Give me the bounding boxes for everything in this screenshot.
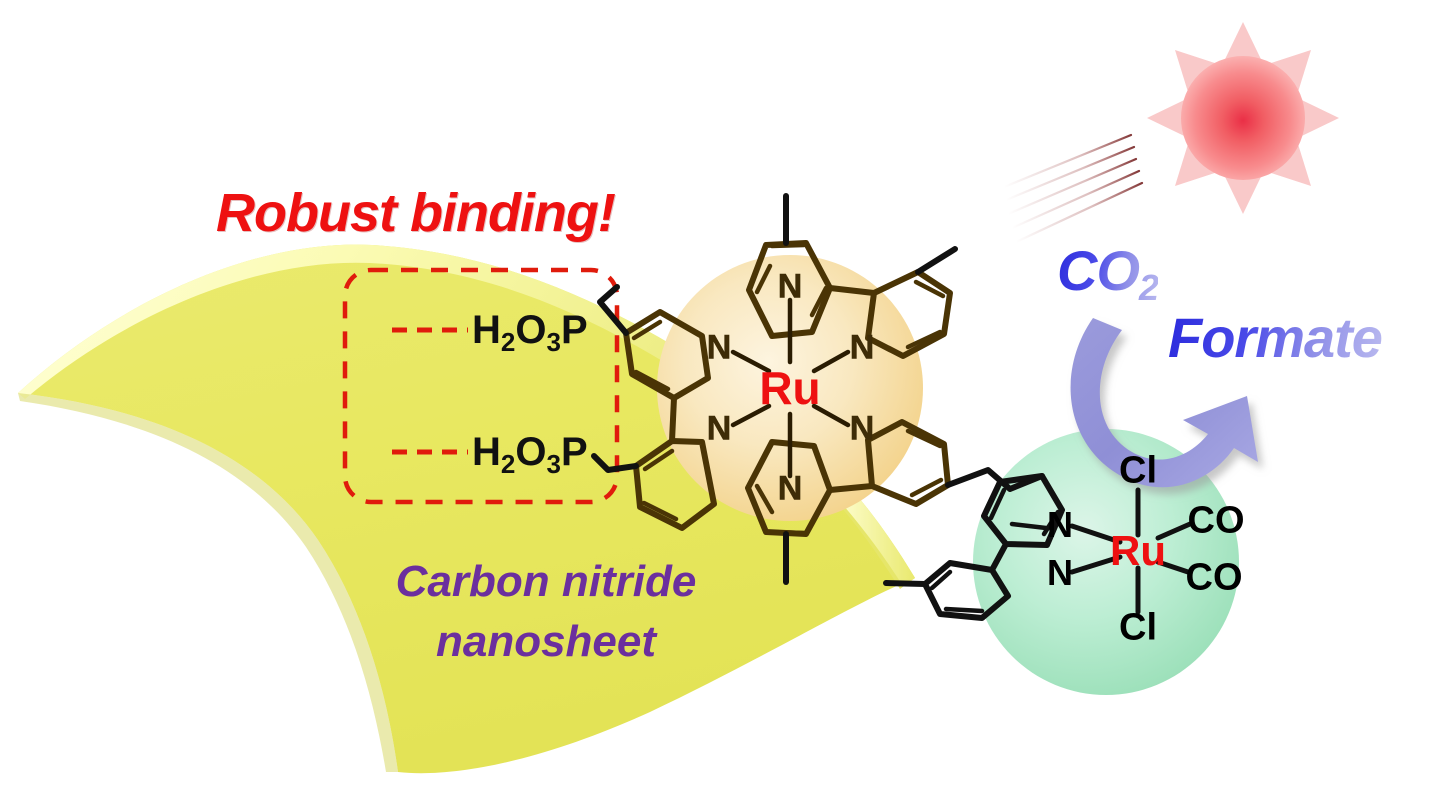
catalyst-n-lower: N bbox=[1047, 552, 1073, 593]
bottom-right-pyridine-ring bbox=[865, 419, 951, 507]
co2-to-formate-curved-arrow bbox=[1070, 318, 1258, 488]
ru-n-bond-lower-left bbox=[730, 403, 772, 428]
robust-binding-label: Robust binding! bbox=[216, 183, 616, 243]
catalyst-cl-bottom: Cl bbox=[1119, 606, 1157, 649]
cat-bond-n-lower bbox=[1069, 554, 1123, 575]
cat-bond-co-bottom bbox=[1155, 559, 1191, 575]
phosphonate-2-sub3: 3 bbox=[546, 448, 561, 479]
photosensitizer-methyls bbox=[783, 193, 958, 585]
ring-inner-bond-c bbox=[809, 285, 829, 318]
cat-ring-inner-b bbox=[1041, 509, 1061, 537]
ru-n-bond-lower-right bbox=[811, 403, 851, 428]
cat-ring-inner-e bbox=[943, 606, 985, 614]
top-left-pyridine-ring bbox=[746, 240, 833, 339]
co2-label: CO2 bbox=[1057, 243, 1158, 306]
catalyst-co-bottom: CO bbox=[1185, 556, 1243, 599]
ring-inner-bond-e bbox=[905, 329, 943, 350]
phosphonate-1-sub3: 3 bbox=[546, 326, 561, 357]
photosensitizer-n-top: N bbox=[777, 267, 803, 306]
photosensitizer-circle bbox=[657, 255, 923, 521]
light-beam-4 bbox=[1010, 169, 1141, 230]
phosphonate-1-sub2: 2 bbox=[500, 326, 516, 357]
ring-inner-bond-a bbox=[754, 263, 773, 295]
photosensitizer-n-upper-right: N bbox=[849, 328, 875, 367]
cat-bond-n-upper bbox=[1069, 523, 1123, 545]
phosphonate-1-h: H bbox=[472, 308, 501, 352]
photosensitizer-n-lower-right: N bbox=[849, 409, 875, 448]
ch2-arm-lower bbox=[591, 453, 639, 473]
ring-inner-bond-g bbox=[633, 369, 671, 392]
co2-subscript: 2 bbox=[1139, 267, 1159, 309]
phosphonate-group-1: H2O3P bbox=[472, 308, 588, 358]
ring-inner-bond-h bbox=[642, 448, 675, 472]
phosphonate-2-h: H bbox=[472, 430, 501, 474]
phosphonate-1-o: O bbox=[515, 308, 547, 352]
photosensitizer-n-bottom: N bbox=[777, 469, 803, 508]
sun-disc bbox=[1181, 56, 1305, 180]
photosensitizer-n-lower-left: N bbox=[706, 409, 732, 448]
top-right-pyridine-ring bbox=[865, 269, 953, 359]
phosphonate-2-o: O bbox=[515, 430, 547, 474]
carbon-nitride-line-2: nanosheet bbox=[435, 616, 657, 666]
top-bipy-bridge bbox=[827, 285, 877, 296]
ring-inner-bond-f bbox=[631, 319, 663, 341]
light-beams-group bbox=[1002, 133, 1144, 244]
ru-n-bond-upper-left bbox=[730, 349, 772, 374]
cat-bond-co-top bbox=[1155, 521, 1193, 541]
cat-ring-inner-a bbox=[988, 487, 1007, 521]
light-beam-3 bbox=[1006, 157, 1138, 216]
phosphonate-2-p: P bbox=[560, 430, 588, 474]
phosphonate-group-2: H2O3P bbox=[472, 430, 588, 480]
catalyst-cl-top: Cl bbox=[1119, 449, 1157, 492]
catalyst-co-top: CO bbox=[1187, 499, 1245, 542]
ring-inner-bond-i bbox=[641, 500, 679, 522]
phosphonate-1-p: P bbox=[560, 308, 588, 352]
left-bipy-bridge bbox=[669, 395, 677, 444]
photosensitizer-n-upper-left: N bbox=[706, 328, 732, 367]
light-beam-5 bbox=[1014, 181, 1144, 244]
ru-n-coordination-bonds bbox=[730, 297, 851, 479]
catalyst-methyl bbox=[883, 580, 928, 587]
cat-ring-inner-c bbox=[1009, 521, 1049, 531]
ring-inner-bond-b bbox=[769, 242, 807, 249]
light-beam-1 bbox=[1002, 133, 1133, 189]
catalyst-ru-label: Ru bbox=[1110, 527, 1166, 574]
cat-ring-inner-d bbox=[929, 569, 953, 591]
phosphonate-2-sub2: 2 bbox=[500, 448, 516, 479]
ru-n-bond-upper-right bbox=[811, 349, 851, 374]
catalyst-coordination-bonds bbox=[1069, 487, 1193, 615]
bottom-bipy-bridge bbox=[827, 483, 875, 493]
light-beam-2 bbox=[1004, 145, 1136, 202]
catalyst-n-upper: N bbox=[1047, 504, 1073, 545]
catalyst-skeleton bbox=[883, 473, 1065, 621]
co2-text: CO bbox=[1057, 239, 1139, 302]
left-upper-pyridine-ring bbox=[623, 309, 711, 401]
ring-inner-bond-d bbox=[913, 279, 946, 299]
methyl-top-right bbox=[915, 246, 958, 275]
carbon-nitride-nanosheet-label: Carbon nitride nanosheet bbox=[366, 552, 726, 672]
carbon-nitride-line-1: Carbon nitride bbox=[395, 557, 697, 606]
ring-inner-bond-l bbox=[909, 477, 944, 498]
ch2-arm-upper bbox=[597, 284, 629, 336]
left-lower-pyridine-ring bbox=[633, 438, 717, 531]
catalyst-bipy-bridge bbox=[989, 541, 1009, 573]
phosphonate-linker-arms bbox=[591, 284, 639, 473]
photosensitizer-ru-label: Ru bbox=[759, 362, 821, 414]
formate-label: Formate bbox=[1168, 306, 1383, 369]
photosensitizer-skeleton bbox=[623, 240, 953, 537]
ring-inner-bond-j bbox=[754, 483, 775, 515]
ring-inner-bond-m bbox=[905, 428, 943, 449]
catalyst-lower-ring bbox=[922, 560, 1011, 621]
